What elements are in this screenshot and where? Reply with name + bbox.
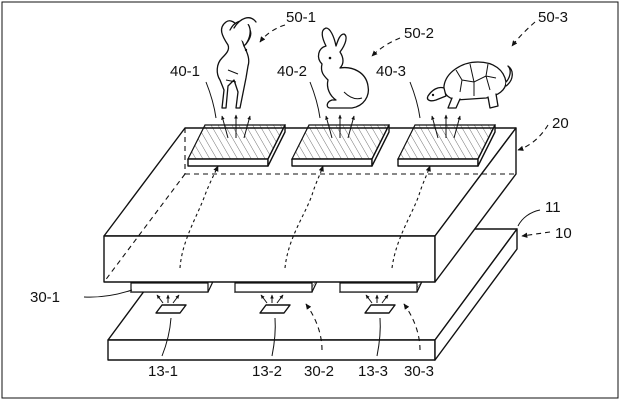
label-10: 10 <box>555 225 572 242</box>
leader-30-3 <box>403 303 421 351</box>
emission-arrows-3 <box>431 114 461 139</box>
leader-11 <box>517 209 541 227</box>
goat-icon <box>216 17 257 109</box>
label-40-1: 40-1 <box>170 63 200 80</box>
light-source-13-2 <box>259 294 291 314</box>
emission-arrows-2 <box>325 114 355 139</box>
turtle-icon <box>426 61 513 109</box>
label-50-2: 50-2 <box>404 25 434 42</box>
label-13-1: 13-1 <box>148 363 178 380</box>
leader-20 <box>517 124 549 151</box>
label-13-3: 13-3 <box>358 363 388 380</box>
light-path-2 <box>284 165 324 269</box>
display-plate-40-3 <box>397 124 496 167</box>
display-plate-40-1 <box>187 124 286 167</box>
display-plate-40-2 <box>291 124 390 167</box>
leader-40-2 <box>309 81 321 119</box>
label-20: 20 <box>552 115 569 132</box>
label-50-1: 50-1 <box>286 9 316 26</box>
light-path-3 <box>391 165 431 269</box>
label-40-3: 40-3 <box>376 63 406 80</box>
label-30-1: 30-1 <box>30 289 60 306</box>
label-40-2: 40-2 <box>277 63 307 80</box>
label-30-2: 30-2 <box>304 363 334 380</box>
leader-40-1 <box>205 81 217 119</box>
leader-10 <box>521 231 551 238</box>
leader-13-3 <box>376 317 381 357</box>
label-30-3: 30-3 <box>404 363 434 380</box>
label-50-3: 50-3 <box>538 9 568 26</box>
label-11: 11 <box>545 199 561 216</box>
leader-30-2 <box>305 303 323 351</box>
leader-13-1 <box>161 317 172 357</box>
leader-50-3 <box>511 21 536 47</box>
rabbit-icon <box>317 27 370 109</box>
light-source-13-3 <box>364 294 396 314</box>
emission-arrows-1 <box>221 114 251 139</box>
leader-40-3 <box>409 81 421 119</box>
leader-13-2 <box>271 317 276 357</box>
light-source-13-1 <box>155 294 187 314</box>
leader-30-1 <box>83 289 133 298</box>
leader-50-1 <box>259 24 286 43</box>
label-13-2: 13-2 <box>252 363 282 380</box>
leader-50-2 <box>371 37 401 57</box>
